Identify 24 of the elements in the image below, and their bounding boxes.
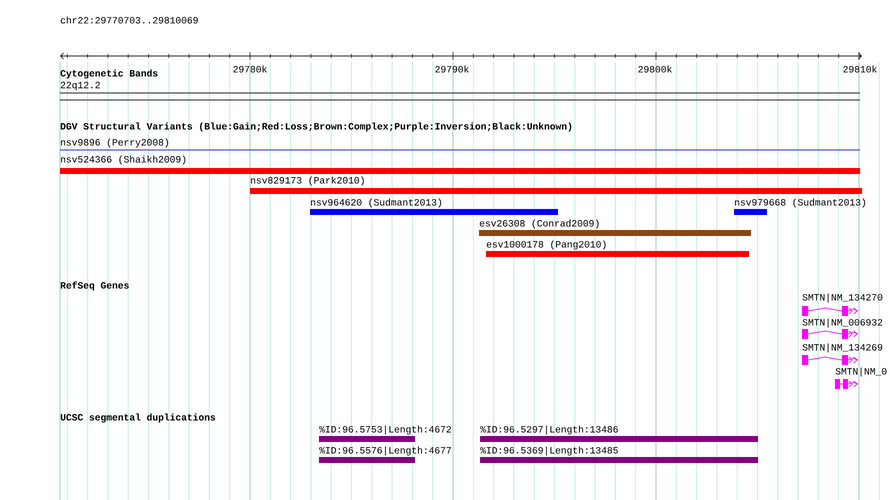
feature-label: nsv829173 (Park2010) bbox=[251, 176, 364, 186]
feature-label: SMTN|NM_134270 bbox=[802, 294, 882, 302]
feature-label: SMTN|NM_0 bbox=[836, 368, 886, 376]
feature-label: SMTN|NM_006932 bbox=[802, 318, 882, 328]
tick-label: 29780k bbox=[233, 65, 267, 73]
track-title: UCSC segmental duplications bbox=[60, 414, 216, 422]
feature-label: nsv964620 (Sudmant2013) bbox=[311, 198, 442, 208]
feature-label: nsv524366 (Shaikh2009) bbox=[61, 156, 186, 164]
tick-label: 29790k bbox=[435, 65, 469, 73]
feature-label: esv26308 (Conrad2009) bbox=[480, 220, 599, 228]
track-title: Cytogenetic Bands bbox=[60, 70, 158, 78]
feature-label: nsv9896 (Perry2008) bbox=[61, 138, 168, 148]
feature-label: SMTN|NM_134269 bbox=[802, 344, 882, 352]
band-label: 22q12.2 bbox=[60, 82, 100, 90]
chromosome-label: chr22:29770703..29810069 bbox=[60, 16, 198, 24]
feature-label: %ID:96.5297|Length:13486 bbox=[480, 426, 618, 434]
feature-label: nsv979668 (Sudmant2013) bbox=[735, 198, 866, 208]
feature-label: esv1000178 (Pang2010) bbox=[486, 240, 606, 250]
track-title: RefSeq Genes bbox=[60, 281, 129, 291]
tick-label: 29810k bbox=[843, 65, 877, 73]
feature-label: %ID:96.5576|Length:4677 bbox=[319, 446, 451, 456]
feature-label: %ID:96.5369|Length:13485 bbox=[480, 446, 618, 456]
feature-label: %ID:96.5753|Length:4672 bbox=[319, 426, 451, 434]
tick-label: 29800k bbox=[638, 65, 672, 73]
